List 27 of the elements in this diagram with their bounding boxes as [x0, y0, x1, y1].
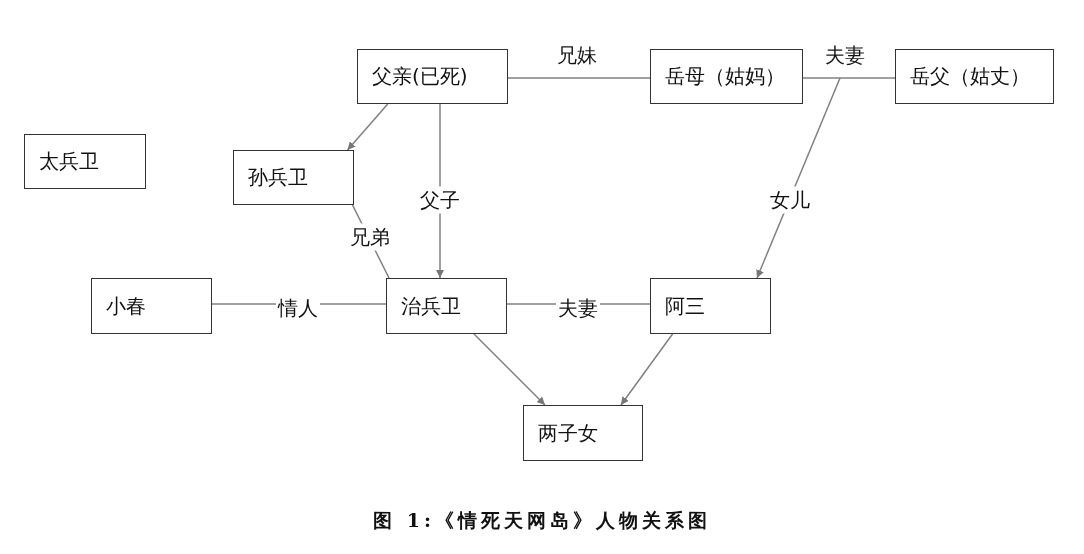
- person-name: 小春: [106, 292, 146, 320]
- person-box: [91, 278, 212, 334]
- person-box: [233, 150, 354, 205]
- connector-line: [802, 77, 896, 79]
- person-box: [357, 49, 508, 104]
- person-box: [895, 49, 1054, 104]
- arrow: [346, 103, 389, 151]
- edge-label: 女儿: [768, 186, 812, 214]
- person-name: 太兵卫: [39, 148, 99, 175]
- person-box: [24, 134, 146, 189]
- person-box: [523, 405, 643, 461]
- arrow: [473, 333, 546, 406]
- person-name: 父亲(已死): [372, 63, 468, 90]
- person-name: 岳母（姑妈）: [665, 63, 785, 90]
- person-name: 孙兵卫: [248, 164, 308, 191]
- person-name: 阿三: [665, 292, 705, 320]
- person-name: 岳父（姑丈）: [910, 63, 1030, 90]
- person-box: [386, 278, 507, 334]
- connector-line: [507, 77, 651, 79]
- edge-label: 兄弟: [348, 223, 392, 251]
- person-box: [650, 278, 771, 334]
- person-box: [650, 49, 803, 104]
- figure-caption: 图 1:《情死天网岛》人物关系图: [373, 508, 711, 533]
- edge-label: 父子: [418, 186, 462, 214]
- person-name: 治兵卫: [401, 292, 461, 320]
- arrow: [620, 333, 674, 406]
- person-name: 两子女: [538, 419, 598, 447]
